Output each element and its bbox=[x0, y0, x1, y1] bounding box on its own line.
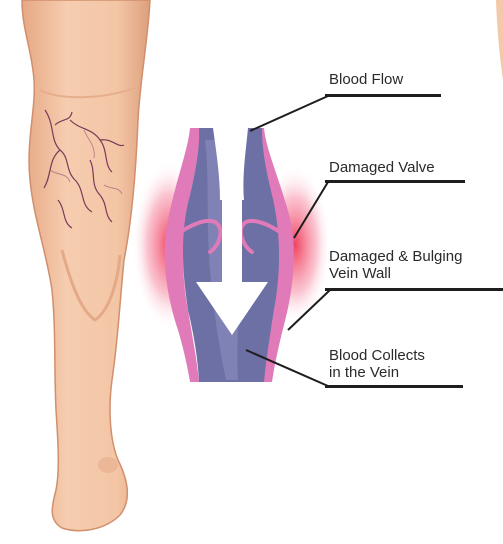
underline-blood-collects bbox=[325, 385, 463, 388]
underline-damaged-valve bbox=[325, 180, 465, 183]
leg-illustration bbox=[22, 0, 150, 531]
label-blood-flow: Blood Flow bbox=[329, 72, 403, 88]
ankle-bone bbox=[98, 457, 118, 473]
underline-blood-flow bbox=[325, 94, 441, 97]
label-blood-collects-line2: in the Vein bbox=[329, 365, 399, 381]
neighbor-illustration-edge bbox=[496, 0, 503, 80]
label-bulging-wall-line2: Vein Wall bbox=[329, 266, 391, 282]
leader-blood-flow bbox=[250, 96, 328, 131]
leg-silhouette bbox=[22, 0, 150, 531]
underline-bulging-wall bbox=[325, 288, 503, 291]
vein-cross-section bbox=[132, 128, 331, 382]
label-blood-collects-line1: Blood Collects bbox=[329, 348, 425, 364]
label-bulging-wall-line1: Damaged & Bulging bbox=[329, 249, 462, 265]
label-damaged-valve: Damaged Valve bbox=[329, 160, 435, 176]
